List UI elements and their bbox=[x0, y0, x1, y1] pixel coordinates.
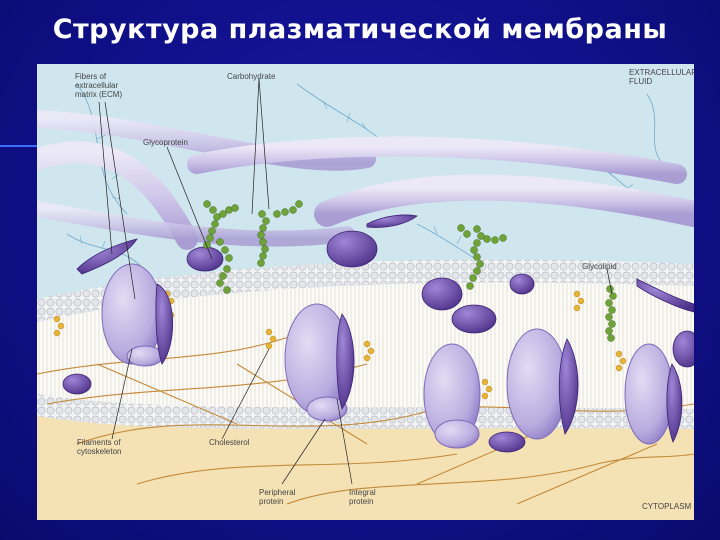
label-fibers-ecm: Fibers of extracellular matrix (ECM) bbox=[75, 72, 123, 99]
dark-protein-domains bbox=[62, 214, 694, 453]
integral-protein-5 bbox=[624, 343, 674, 445]
carbohydrate-chains bbox=[203, 200, 617, 342]
label-glycolipid: Glycolipid bbox=[582, 262, 617, 271]
slide-title: Структура плазматической мембраны bbox=[52, 14, 668, 45]
label-extracellular-fluid: EXTRACELLULAR FLUID bbox=[629, 68, 694, 86]
integral-proteins bbox=[101, 263, 674, 449]
title-accent-line bbox=[0, 145, 38, 147]
label-leader-lines bbox=[98, 78, 613, 485]
membrane-figure: Fibers of extracellular matrix (ECM) Car… bbox=[37, 64, 694, 520]
peripheral-protein-bottom bbox=[488, 431, 526, 453]
cytoskeleton-filaments bbox=[37, 333, 694, 505]
label-peripheral-protein: Peripheral protein bbox=[259, 488, 296, 506]
peripheral-protein-left bbox=[62, 373, 92, 395]
label-carbohydrate: Carbohydrate bbox=[227, 72, 276, 81]
membrane-diagram bbox=[37, 64, 694, 520]
ecm-fibers bbox=[37, 110, 694, 250]
integral-protein-4 bbox=[506, 328, 568, 440]
glycoprotein-head bbox=[326, 230, 378, 268]
label-integral-protein: Integral protein bbox=[349, 488, 376, 506]
label-glycoprotein: Glycoprotein bbox=[143, 138, 188, 147]
label-filaments-cytoskeleton: Filaments of cytoskeleton bbox=[77, 438, 122, 456]
label-cholesterol: Cholesterol bbox=[209, 438, 250, 447]
label-cytoplasm: CYTOPLASM bbox=[642, 502, 692, 511]
